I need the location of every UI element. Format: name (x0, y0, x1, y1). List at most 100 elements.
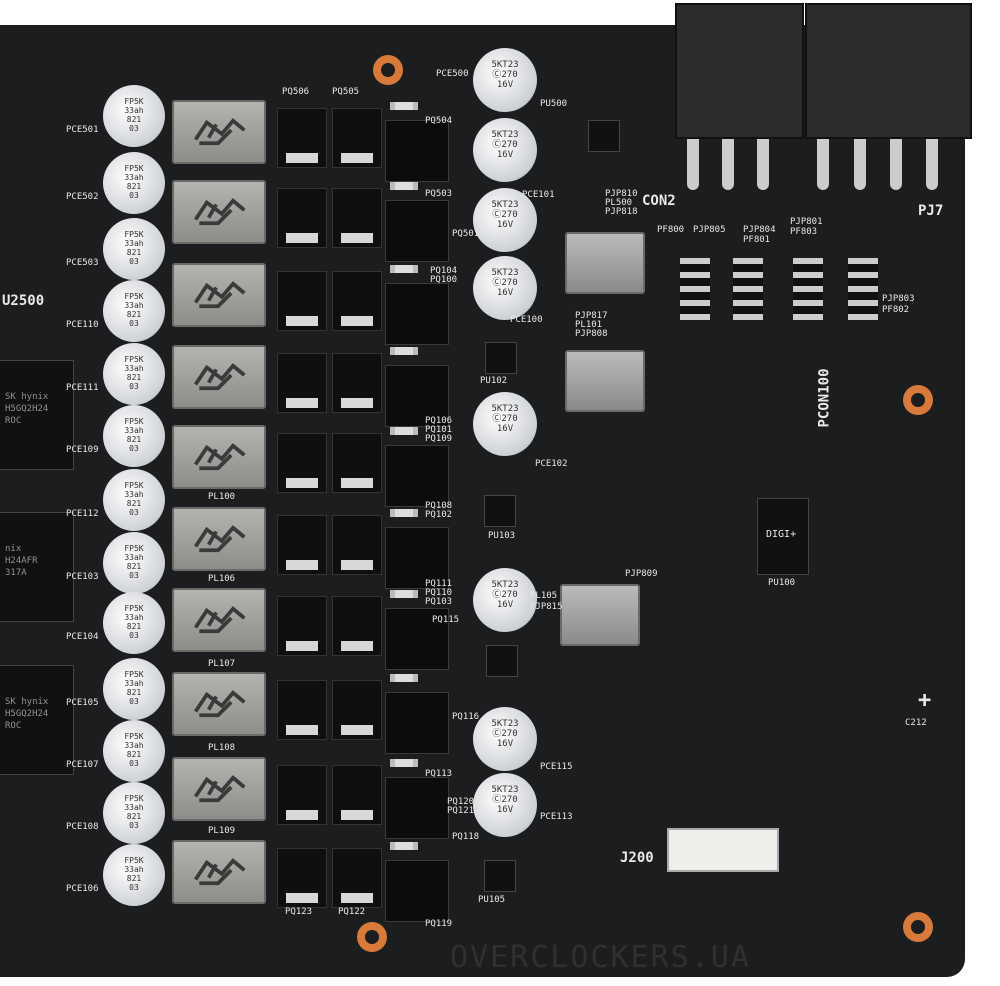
mosfet (277, 765, 327, 825)
capacitor: FP5K 33ah 821 03 (103, 469, 165, 531)
inductor-choke (172, 100, 266, 164)
mosfet (385, 200, 449, 262)
label-u2500: U2500 (2, 293, 45, 309)
memory-chip: SK hynix H5GQ2H24 ROC (0, 360, 74, 470)
inductor-choke (172, 672, 266, 736)
capacitor: FP5K 33ah 821 03 (103, 405, 165, 467)
mosfet (332, 188, 382, 248)
mosfet (385, 777, 449, 839)
silkscreen-label: PJP817 PL101 PJP808 (575, 311, 608, 339)
capacitor: FP5K 33ah 821 03 (103, 844, 165, 906)
mosfet (277, 353, 327, 413)
silkscreen-label: PJP805 (693, 225, 726, 235)
capacitor-label: PCE503 (66, 258, 99, 268)
inductor-choke (172, 757, 266, 821)
capacitor-label: PCE104 (66, 632, 99, 642)
watermark: OVERCLOCKERS.UA (450, 940, 751, 975)
silkscreen-label: PL107 (208, 659, 236, 669)
silkscreen-label: PCE101 (522, 190, 555, 200)
mosfet (332, 433, 382, 493)
capacitor: 5KT23 Ⓒ270 16V (473, 256, 537, 320)
silkscreen-label: PQ503 (425, 189, 453, 199)
silkscreen-label: PQ501 (452, 229, 480, 239)
silkscreen-label: PQ111 PQ110 PQ103 (425, 579, 453, 607)
mosfet (277, 271, 327, 331)
mosfet (332, 596, 382, 656)
silkscreen-label: PCE102 (535, 459, 568, 469)
mosfet (277, 188, 327, 248)
connector-pin (890, 135, 902, 190)
capacitor: FP5K 33ah 821 03 (103, 532, 165, 594)
jumper-pad (680, 258, 710, 320)
inductor-choke (172, 263, 266, 327)
mosfet (385, 527, 449, 589)
silkscreen-label: PF803 (790, 227, 818, 237)
memory-chip: nix H24AFR 317A (0, 512, 74, 622)
mounting-hole (357, 922, 387, 952)
smd-component (390, 590, 418, 598)
silkscreen-label: PL105 (530, 591, 558, 601)
capacitor: 5KT23 Ⓒ270 16V (473, 773, 537, 837)
inductor-choke (172, 180, 266, 244)
silkscreen-label: PU102 (480, 376, 508, 386)
capacitor-label: PCE105 (66, 698, 99, 708)
silkscreen-label: PQ120 PQ121 (447, 797, 475, 816)
capacitor: FP5K 33ah 821 03 (103, 218, 165, 280)
capacitor-label: PCE501 (66, 125, 99, 135)
mounting-hole (903, 385, 933, 415)
smd-component (390, 842, 418, 850)
label-j200: J200 (620, 850, 654, 866)
capacitor: FP5K 33ah 821 03 (103, 592, 165, 654)
jumper-pad (733, 258, 763, 320)
fan-header-j200 (667, 828, 779, 872)
mounting-hole (373, 55, 403, 85)
silkscreen-label: PL106 (208, 574, 236, 584)
silkscreen-label: PCE115 (540, 762, 573, 772)
mounting-hole (903, 912, 933, 942)
mosfet (332, 271, 382, 331)
silkscreen-label: PL109 (208, 826, 236, 836)
power-connector-pj7 (805, 3, 972, 139)
smd-component (390, 347, 418, 355)
silkscreen-label: PQ505 (332, 87, 360, 97)
connector-pin (687, 135, 699, 190)
silkscreen-label: PQ504 (425, 116, 453, 126)
capacitor-label: PCE109 (66, 445, 99, 455)
connector-pin (722, 135, 734, 190)
capacitor: FP5K 33ah 821 03 (103, 658, 165, 720)
silkscreen-label: PF802 (882, 305, 910, 315)
mosfet (277, 433, 327, 493)
silkscreen-label: PCE100 (510, 315, 543, 325)
silkscreen-label: PJP810 PL500 PJP818 (605, 189, 638, 217)
capacitor-label: PCE110 (66, 320, 99, 330)
label-c212: C212 (905, 718, 927, 728)
capacitor: 5KT23 Ⓒ270 16V (473, 118, 537, 182)
inductor-choke (172, 507, 266, 571)
regulator-ic (588, 120, 620, 152)
silkscreen-label: PQ104 PQ100 (430, 266, 458, 285)
capacitor-label: PCE103 (66, 572, 99, 582)
power-connector-con2 (675, 3, 804, 139)
silkscreen-label: PQ108 PQ102 (425, 501, 453, 520)
silkscreen-label: PQ119 (425, 919, 453, 929)
regulator-ic (484, 495, 516, 527)
mosfet (332, 680, 382, 740)
capacitor-label: PCE502 (66, 192, 99, 202)
capacitor-label: PCE106 (66, 884, 99, 894)
silkscreen-label: PJP801 (790, 217, 823, 227)
silkscreen-label: PQ506 (282, 87, 310, 97)
connector-pin (926, 135, 938, 190)
smd-component (390, 182, 418, 190)
mosfet (332, 848, 382, 908)
connector-pin (854, 135, 866, 190)
mosfet (277, 680, 327, 740)
silkscreen-label: PQ116 (452, 712, 480, 722)
silkscreen-label: PU103 (488, 531, 516, 541)
inductor (565, 350, 645, 412)
capacitor-label: PCE111 (66, 383, 99, 393)
silkscreen-label: PU105 (478, 895, 506, 905)
capacitor: FP5K 33ah 821 03 (103, 85, 165, 147)
memory-chip-marking: SK hynix H5GQ2H24 ROC (5, 697, 49, 731)
capacitor-label: PCE112 (66, 509, 99, 519)
silkscreen-label: PJP803 (882, 294, 915, 304)
